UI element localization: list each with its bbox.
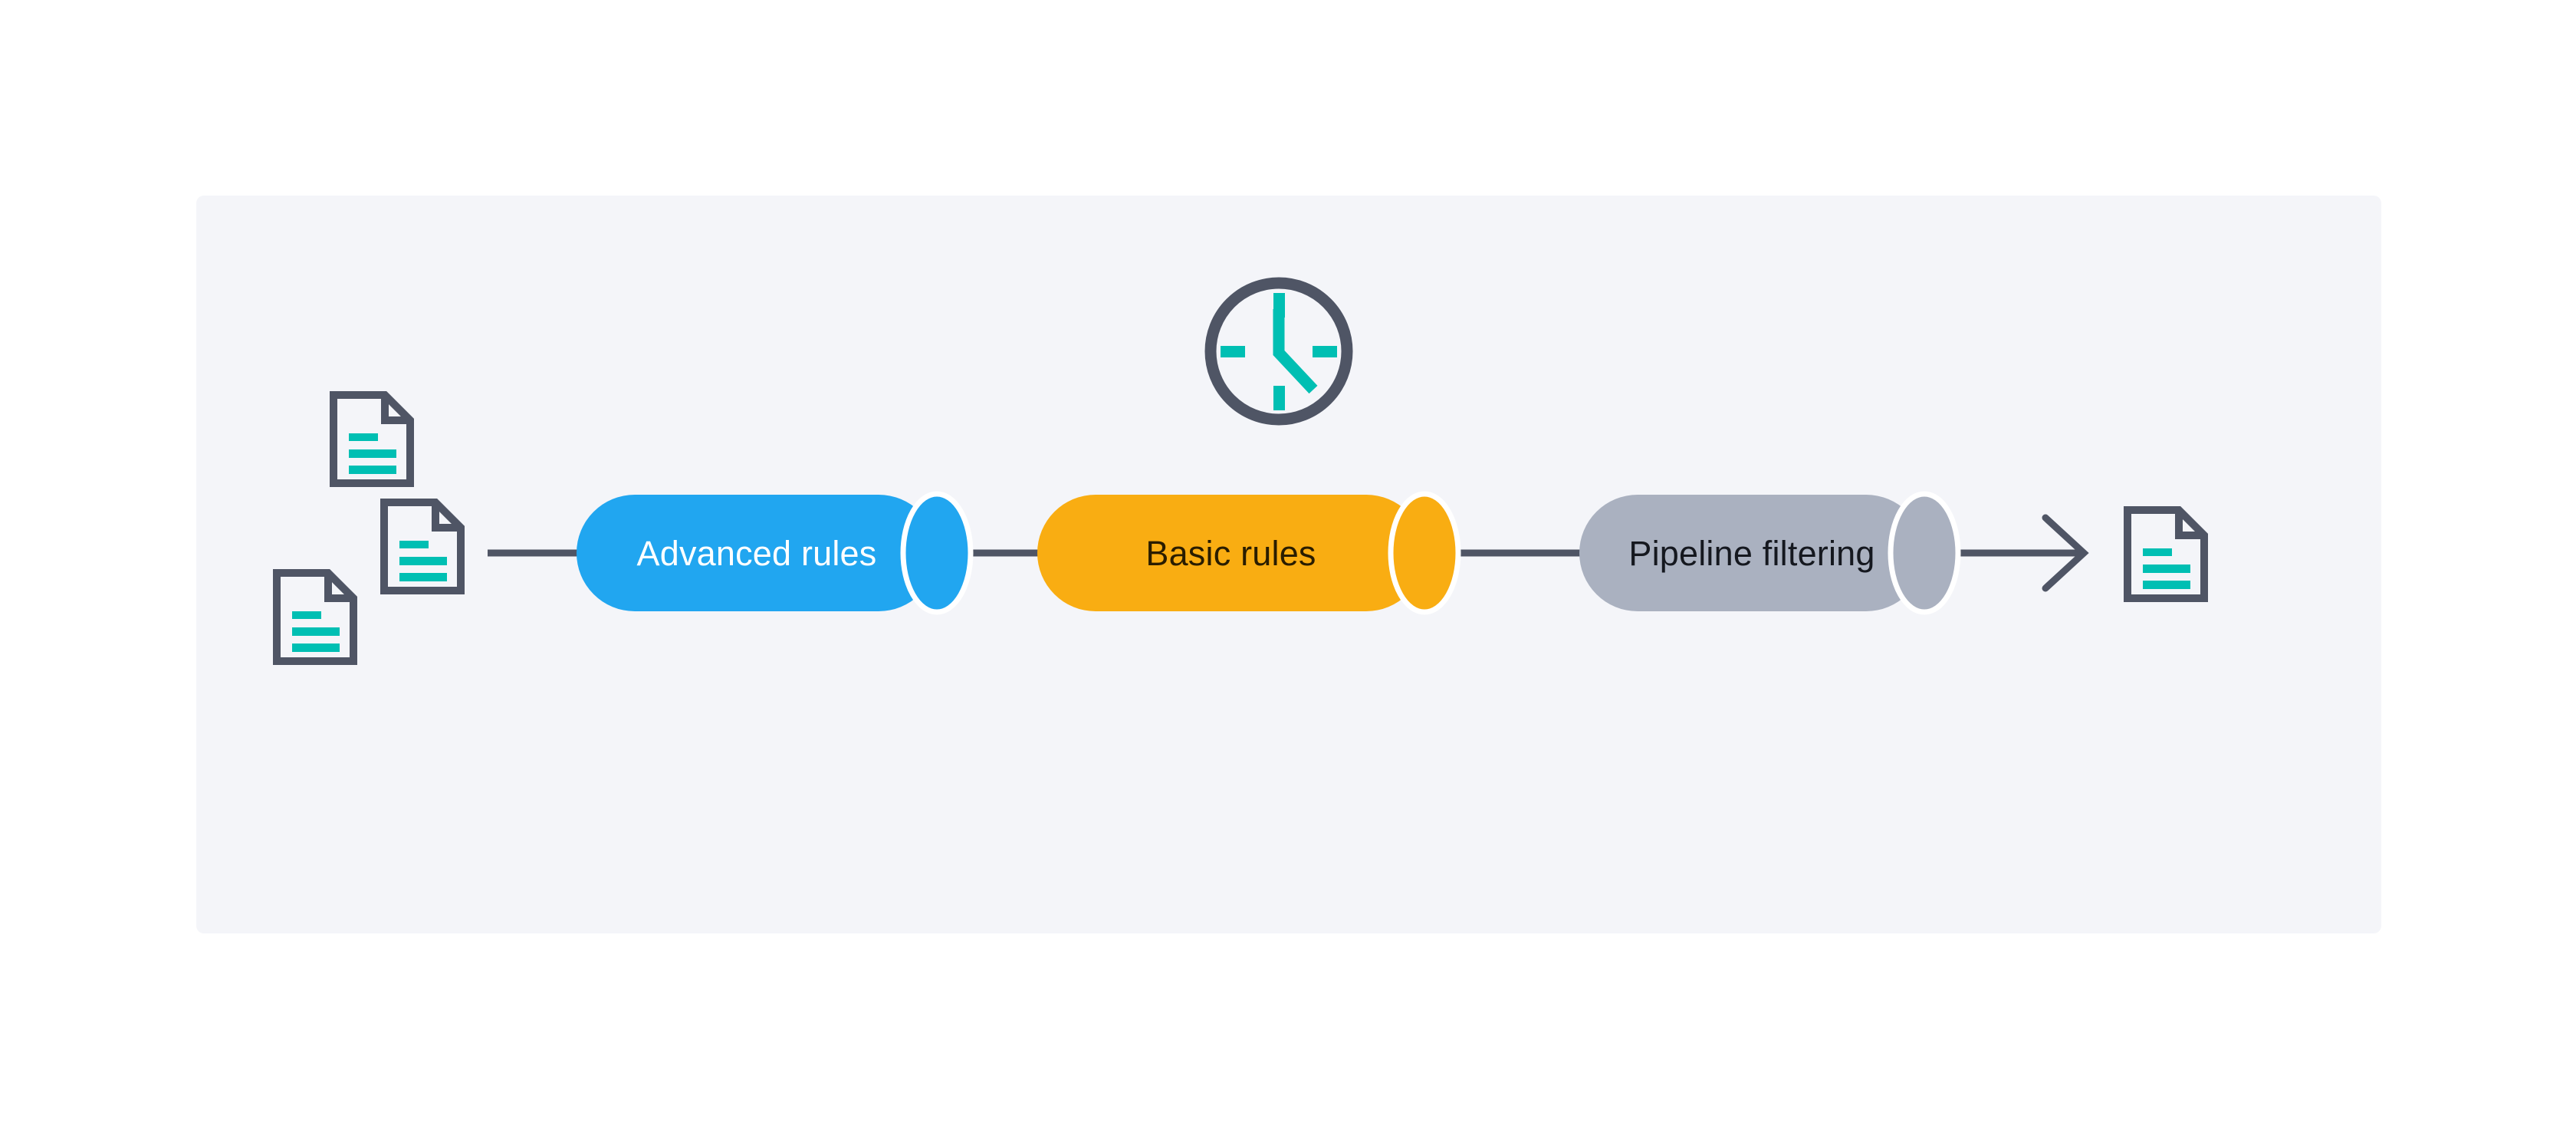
node-label-basic-rules: Basic rules bbox=[1145, 533, 1316, 573]
node-label-pipeline-filtering: Pipeline filtering bbox=[1628, 533, 1875, 573]
node-label-advanced-rules: Advanced rules bbox=[636, 533, 877, 573]
